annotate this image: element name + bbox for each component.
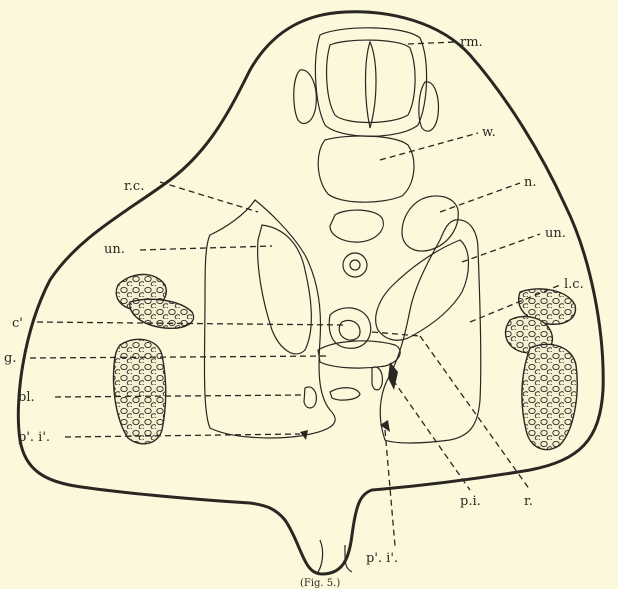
rm-inner	[327, 40, 416, 122]
side-mass-right	[419, 82, 439, 131]
cell-mass-left-3	[114, 339, 166, 444]
label-g: g.	[4, 351, 16, 366]
label-p-i-prime-bottom: p'. i'.	[366, 551, 398, 566]
w-mass	[318, 136, 414, 202]
label-w: w.	[482, 125, 496, 140]
label-rm: rm.	[460, 35, 483, 50]
c-prime-inner	[339, 320, 360, 340]
label-lc: l.c.	[564, 277, 584, 292]
label-p-i: p.i.	[460, 494, 481, 509]
bl-small	[304, 387, 316, 408]
label-bl: bl.	[18, 390, 35, 405]
figure-caption: (Fig. 5.)	[300, 578, 340, 589]
oval-structure	[330, 210, 383, 242]
small-ring-core	[350, 260, 360, 270]
mid-ellipse	[330, 388, 360, 400]
small-ring	[343, 253, 367, 277]
un-right-mass	[376, 240, 469, 340]
c-prime-structure	[329, 308, 370, 348]
label-c-prime: c'	[12, 316, 23, 331]
small-right-oval	[372, 367, 382, 390]
dark-notch-1	[388, 362, 398, 390]
cell-mass-left-2	[130, 299, 194, 328]
label-un-right: un.	[545, 226, 566, 241]
label-r: r.	[524, 494, 533, 509]
rm-slit	[366, 42, 377, 128]
label-n: n.	[524, 175, 537, 190]
label-rc: r.c.	[124, 179, 144, 194]
un-left-mass	[258, 225, 312, 354]
side-mass-left	[294, 70, 317, 124]
label-p-i-prime-left: p'. i'.	[18, 430, 50, 445]
leader-lines	[30, 42, 560, 546]
cell-mass-right-3	[522, 344, 577, 449]
g-band	[318, 341, 400, 368]
dark-notch-3	[300, 430, 308, 440]
lc-cavity	[380, 220, 481, 443]
label-un-left: un.	[104, 242, 125, 257]
body-outline	[18, 12, 603, 574]
